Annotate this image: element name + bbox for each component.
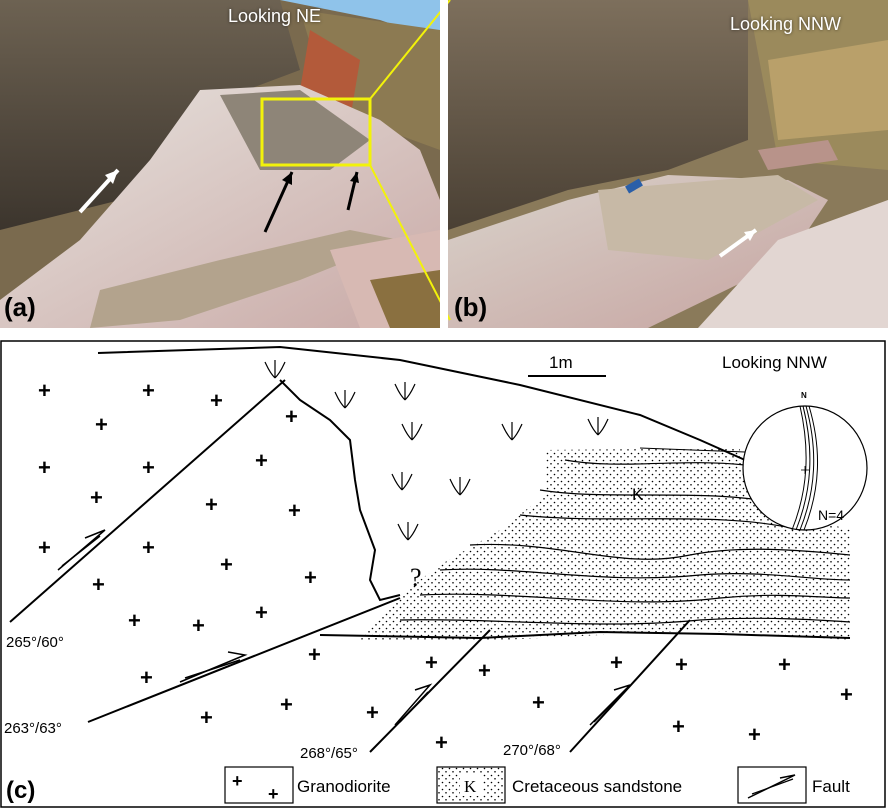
svg-text:+: + [142, 455, 155, 480]
vegetation-symbols [264, 360, 609, 541]
svg-text:+: + [255, 600, 268, 625]
svg-text:+: + [192, 613, 205, 638]
bedding-lines [399, 459, 851, 625]
svg-text:+: + [200, 705, 213, 730]
measurement-268-65: 268°/65° [300, 745, 358, 762]
svg-text:+: + [95, 412, 108, 437]
panel-c-letter: (c) [6, 777, 35, 804]
svg-text:+: + [308, 642, 321, 667]
svg-text:+: + [285, 404, 298, 429]
svg-text:+: + [210, 388, 223, 413]
measurement-270-68: 270°/68° [503, 742, 561, 759]
svg-text:+: + [38, 378, 51, 403]
svg-text:+: + [366, 700, 379, 725]
panel-a-letter: (a) [4, 292, 36, 322]
svg-text:+: + [255, 448, 268, 473]
photo-panel-a: Looking NE (a) [0, 0, 440, 328]
svg-text:+: + [840, 682, 853, 707]
legend-fault-label: Fault [812, 777, 850, 796]
svg-text:+: + [280, 692, 293, 717]
svg-text:+: + [90, 485, 103, 510]
svg-text:+: + [128, 608, 141, 633]
measurement-265-60: 265°/60° [6, 634, 64, 651]
svg-text:+: + [435, 730, 448, 755]
svg-text:+: + [672, 714, 685, 739]
legend-granodiorite-swatch [224, 766, 294, 804]
fault-slip-arrows [57, 529, 631, 726]
granodiorite-symbols: + + + + + + + + + + + + + + + + + + + + + + + + + + + + + +… [38, 378, 853, 755]
cretaceous-sandstone-body [360, 448, 850, 640]
photo-a-illustration [0, 0, 440, 328]
svg-text:+: + [268, 784, 279, 804]
svg-text:+: + [142, 378, 155, 403]
panel-b-view-label: Looking NNW [730, 14, 842, 34]
svg-text:+: + [288, 498, 301, 523]
stereonet-count-label: N=4 [818, 507, 844, 523]
svg-text:+: + [92, 572, 105, 597]
svg-text:+: + [38, 535, 51, 560]
legend: + + Granodiorite K Cretaceous sandstone … [224, 766, 850, 804]
panel-c-view-label: Looking NNW [722, 353, 827, 372]
sandstone-k-label: K [632, 485, 644, 504]
panel-b-letter: (b) [454, 292, 488, 322]
svg-text:+: + [205, 492, 218, 517]
svg-text:+: + [304, 565, 317, 590]
panel-a-view-label: Looking NE [228, 6, 322, 26]
svg-text:+: + [748, 722, 761, 747]
svg-text:+: + [478, 658, 491, 683]
svg-text:+: + [220, 552, 233, 577]
svg-text:+: + [232, 771, 243, 791]
photo-panel-b: Looking NNW (b) [448, 0, 888, 328]
legend-granodiorite-label: Granodiorite [297, 777, 391, 796]
svg-text:+: + [425, 650, 438, 675]
svg-text:+: + [532, 690, 545, 715]
svg-text:+: + [610, 650, 623, 675]
svg-text:+: + [142, 535, 155, 560]
photo-b-illustration [448, 0, 888, 328]
legend-sandstone-symbol: K [464, 777, 477, 796]
legend-sandstone-label: Cretaceous sandstone [512, 777, 682, 796]
highlight-box [260, 97, 372, 167]
question-mark: ? [410, 563, 422, 592]
svg-text:+: + [38, 455, 51, 480]
stereonet-north-label: N [801, 391, 807, 400]
scale-bar-label: 1m [549, 353, 573, 372]
svg-text:+: + [778, 652, 791, 677]
svg-text:+: + [675, 652, 688, 677]
measurement-263-63: 263°/63° [4, 720, 62, 737]
svg-text:+: + [140, 665, 153, 690]
geologic-sketch-panel-c: +++ ++ +++ +++ ++ +++ +++ +++ +++ +++ ++… [0, 340, 886, 808]
stereonet: N N=4 [742, 391, 868, 531]
